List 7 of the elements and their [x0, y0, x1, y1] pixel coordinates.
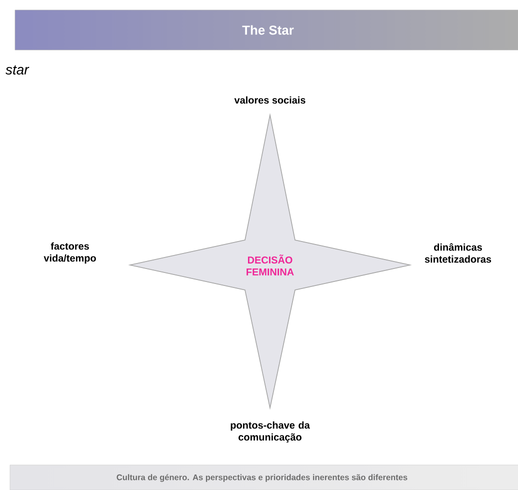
- stub-text: star: [6, 65, 30, 75]
- point-label: valores sociais: [234, 96, 306, 104]
- title-banner: The Star: [14, 10, 518, 50]
- point-label: dinâmicas sintetizadoras: [424, 243, 492, 263]
- caption-banner: Cultura de género. As perspectivas e prioridades inerentes são diferentes: [10, 464, 518, 490]
- point-label: pontos-chave da comunicação: [230, 421, 310, 443]
- point-label: factores vida/tempo: [44, 242, 96, 264]
